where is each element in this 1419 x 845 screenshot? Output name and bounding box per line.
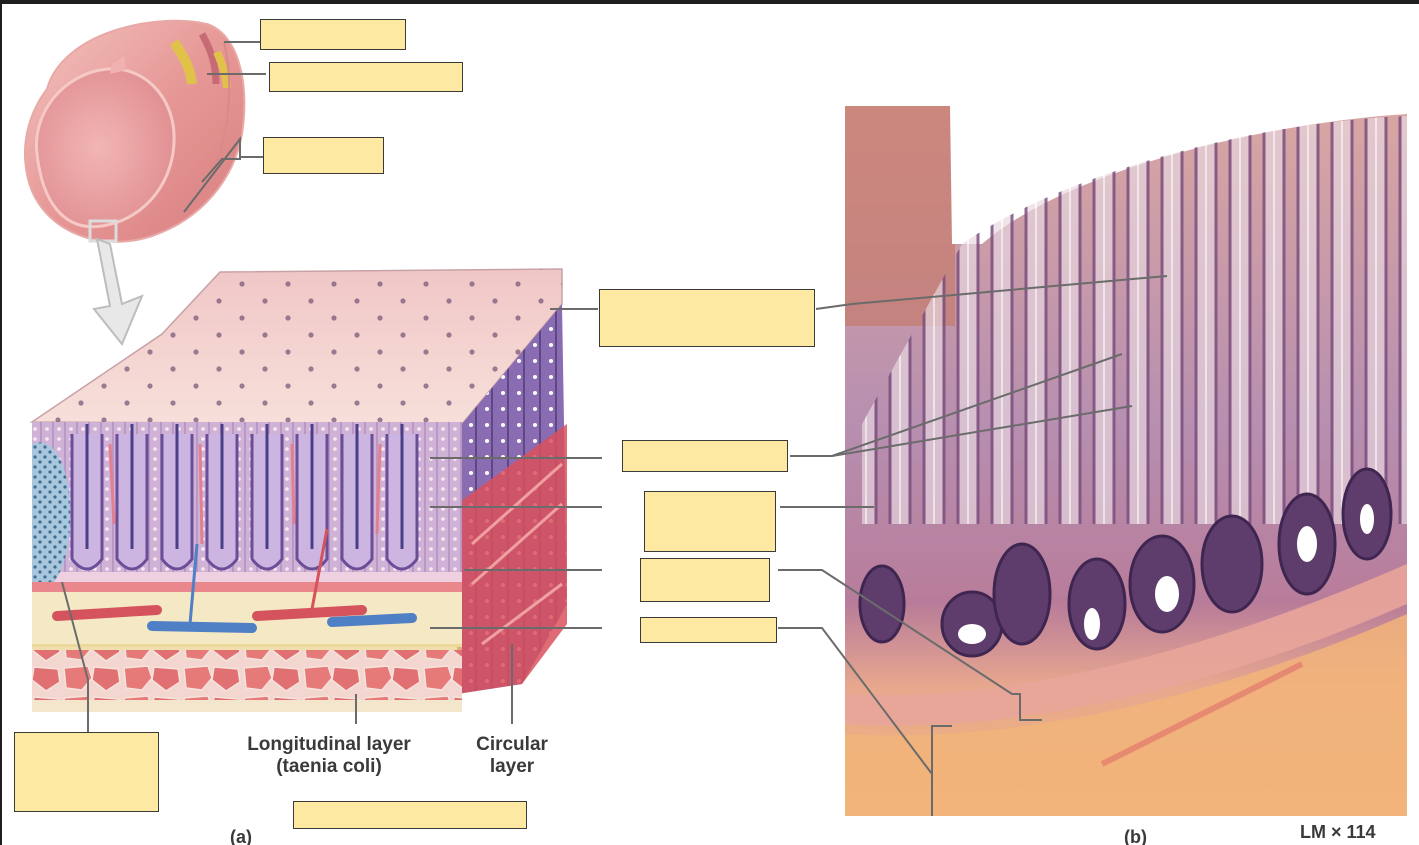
leader-lines-panel-a (61, 41, 602, 732)
label-box-mid-5[interactable] (640, 617, 777, 643)
longitudinal-layer-line1: Longitudinal layer (247, 734, 411, 755)
panel-a-illustration (23, 19, 602, 732)
circular-layer-line1: Circular (476, 734, 548, 755)
longitudinal-layer-line2: (taenia coli) (276, 756, 382, 777)
figure-canvas: Longitudinal layer (taenia coli) Circula… (2, 4, 1419, 845)
magnify-arrow (92, 237, 144, 346)
label-box-top-1[interactable] (260, 19, 406, 50)
circular-layer-caption: Circular layer (462, 734, 562, 778)
magnification-label: LM × 114 (1300, 822, 1376, 842)
panel-a-letter: (a) (230, 827, 252, 845)
longitudinal-layer-caption: Longitudinal layer (taenia coli) (234, 734, 424, 778)
label-box-bottom-center[interactable] (293, 801, 527, 829)
label-box-top-2[interactable] (269, 62, 463, 92)
label-box-left-bottom[interactable] (14, 732, 159, 812)
label-box-mid-3[interactable] (644, 491, 776, 552)
lymphoid-nodule (32, 442, 71, 596)
label-box-mid-4[interactable] (640, 558, 770, 602)
label-box-top-3[interactable] (263, 137, 384, 174)
circular-layer-line2: layer (489, 756, 535, 777)
colon-tube-illustration (23, 19, 246, 243)
label-box-mid-2[interactable] (622, 440, 788, 472)
label-box-mid-1[interactable] (599, 289, 815, 347)
leader-lines-panel-b (778, 275, 1168, 816)
longitudinal-muscle-layer (32, 650, 462, 700)
panel-b-letter: (b) (1124, 827, 1147, 845)
